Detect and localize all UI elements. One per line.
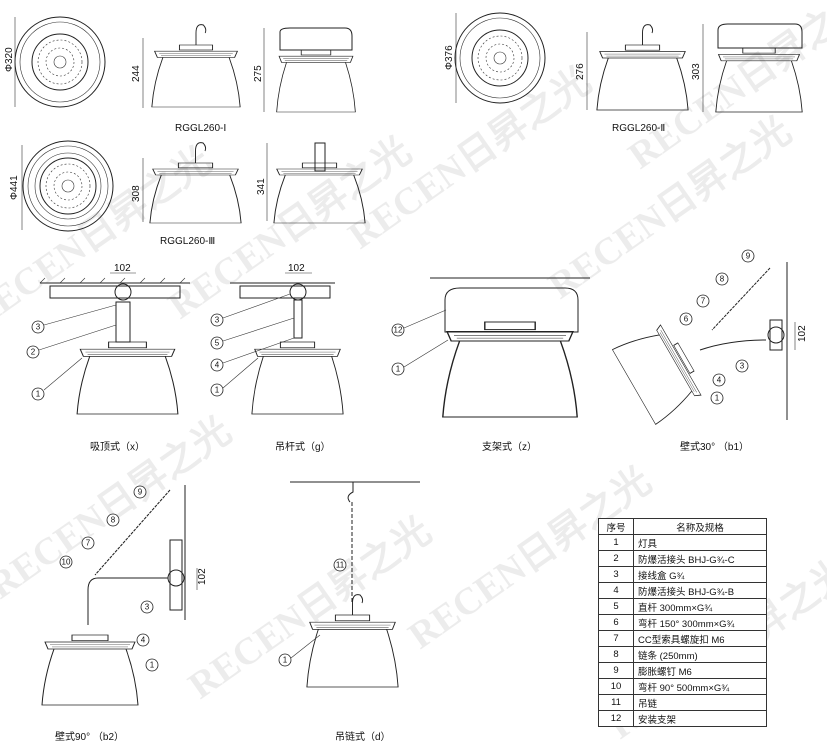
part-number: 7 — [598, 630, 634, 647]
svg-text:Φ441: Φ441 — [9, 175, 20, 200]
install-wall-90-b2: 102 9 8 7 10 3 4 1 壁式90° （b2） — [41, 485, 208, 743]
svg-text:4: 4 — [215, 361, 220, 370]
part-number: 8 — [598, 646, 634, 663]
install-bracket-z: 12 1 支架式（z） — [391, 277, 590, 453]
part-number: 10 — [598, 678, 634, 695]
svg-text:102: 102 — [114, 263, 131, 274]
svg-text:7: 7 — [86, 539, 91, 548]
svg-text:3: 3 — [215, 316, 220, 325]
part-spec: 防爆活接头 BHJ-G¾-B — [633, 582, 767, 599]
part-spec: 防爆活接头 BHJ-G¾-C — [633, 550, 767, 567]
part-number: 3 — [598, 566, 634, 583]
part-number: 2 — [598, 550, 634, 567]
table-header: 序号 名称及规格 — [598, 518, 767, 535]
svg-text:275: 275 — [253, 65, 264, 82]
svg-text:4: 4 — [717, 376, 722, 385]
svg-text:12: 12 — [394, 326, 403, 335]
svg-text:341: 341 — [256, 178, 267, 195]
part-number: 11 — [598, 694, 634, 711]
part-number: 4 — [598, 582, 634, 599]
install-wall-30-b1: 102 9 8 7 6 4 3 1 壁式30° （b1） — [612, 249, 808, 453]
part-spec: CC型索具螺旋扣 M6 — [633, 630, 767, 647]
svg-text:RGGL260-Ⅲ: RGGL260-Ⅲ — [160, 236, 215, 247]
svg-text:1: 1 — [150, 661, 155, 670]
part-spec: 膨胀螺钉 M6 — [633, 662, 767, 679]
svg-text:10: 10 — [62, 558, 71, 567]
side-view-bracket — [276, 49, 356, 113]
install-chain-d: 11 1 吊链式（d） — [278, 481, 420, 743]
svg-text:8: 8 — [111, 516, 116, 525]
svg-text:244: 244 — [131, 65, 142, 82]
svg-text:303: 303 — [691, 63, 702, 80]
svg-text:8: 8 — [720, 275, 725, 284]
install-ceiling-x: 102 3 2 1 吸顶式（x） — [26, 263, 190, 453]
part-spec: 灯具 — [633, 534, 767, 551]
svg-text:RGGL260-Ⅱ: RGGL260-Ⅱ — [612, 123, 665, 134]
svg-text:1: 1 — [215, 386, 220, 395]
svg-text:1: 1 — [36, 390, 41, 399]
svg-text:102: 102 — [197, 568, 208, 585]
part-spec: 直杆 300mm×G¾ — [633, 598, 767, 615]
svg-text:6: 6 — [684, 315, 689, 324]
svg-text:吊链式（d）: 吊链式（d） — [335, 730, 391, 743]
svg-text:支架式（z）: 支架式（z） — [482, 440, 537, 453]
svg-text:吊杆式（g）: 吊杆式（g） — [275, 440, 331, 453]
part-spec: 接线盒 G¾ — [633, 566, 767, 583]
svg-text:1: 1 — [715, 394, 720, 403]
part-spec: 弯杆 150° 300mm×G¾ — [633, 614, 767, 631]
svg-text:276: 276 — [575, 63, 586, 80]
model-1-drawings: Φ320 244 275 RGGL260-Ⅰ — [4, 16, 356, 134]
svg-text:308: 308 — [131, 185, 142, 202]
svg-text:1: 1 — [283, 656, 288, 665]
svg-text:3: 3 — [740, 362, 745, 371]
svg-text:102: 102 — [288, 263, 305, 274]
svg-text:4: 4 — [141, 636, 146, 645]
svg-text:Φ320: Φ320 — [4, 47, 15, 72]
svg-text:壁式30° （b1）: 壁式30° （b1） — [680, 440, 749, 453]
svg-text:壁式90° （b2）: 壁式90° （b2） — [55, 730, 124, 743]
model-label: RGGL260-Ⅰ — [175, 123, 226, 134]
part-number: 5 — [598, 598, 634, 615]
plan-view — [14, 16, 106, 108]
svg-text:5: 5 — [215, 339, 220, 348]
svg-text:1: 1 — [396, 365, 401, 374]
part-spec: 弯杆 90° 500mm×G¾ — [633, 678, 767, 695]
svg-text:吸顶式（x）: 吸顶式（x） — [90, 440, 145, 453]
svg-text:7: 7 — [701, 297, 706, 306]
part-spec: 安装支架 — [633, 710, 767, 727]
part-number: 1 — [598, 534, 634, 551]
part-spec: 链条 (250mm) — [633, 646, 767, 663]
svg-text:11: 11 — [336, 561, 345, 570]
svg-text:2: 2 — [31, 348, 36, 357]
part-number: 6 — [598, 614, 634, 631]
svg-text:102: 102 — [797, 325, 808, 342]
svg-text:Φ376: Φ376 — [444, 45, 455, 70]
side-view-hook — [151, 44, 241, 108]
part-spec: 吊链 — [633, 694, 767, 711]
install-rod-g: 102 3 5 4 1 吊杆式（g） — [210, 263, 344, 453]
svg-text:9: 9 — [138, 488, 143, 497]
svg-text:RECEN日昇之光: RECEN日昇之光 — [181, 509, 439, 707]
model-3-drawings: Φ441 308 341 RGGL260-Ⅲ — [9, 140, 366, 247]
svg-text:3: 3 — [145, 603, 150, 612]
svg-text:3: 3 — [36, 323, 41, 332]
model-2-drawings: Φ376 276 303 RGGL260-Ⅱ — [444, 12, 803, 134]
svg-text:9: 9 — [746, 252, 751, 261]
part-number: 9 — [598, 662, 634, 679]
part-number: 12 — [598, 710, 634, 727]
